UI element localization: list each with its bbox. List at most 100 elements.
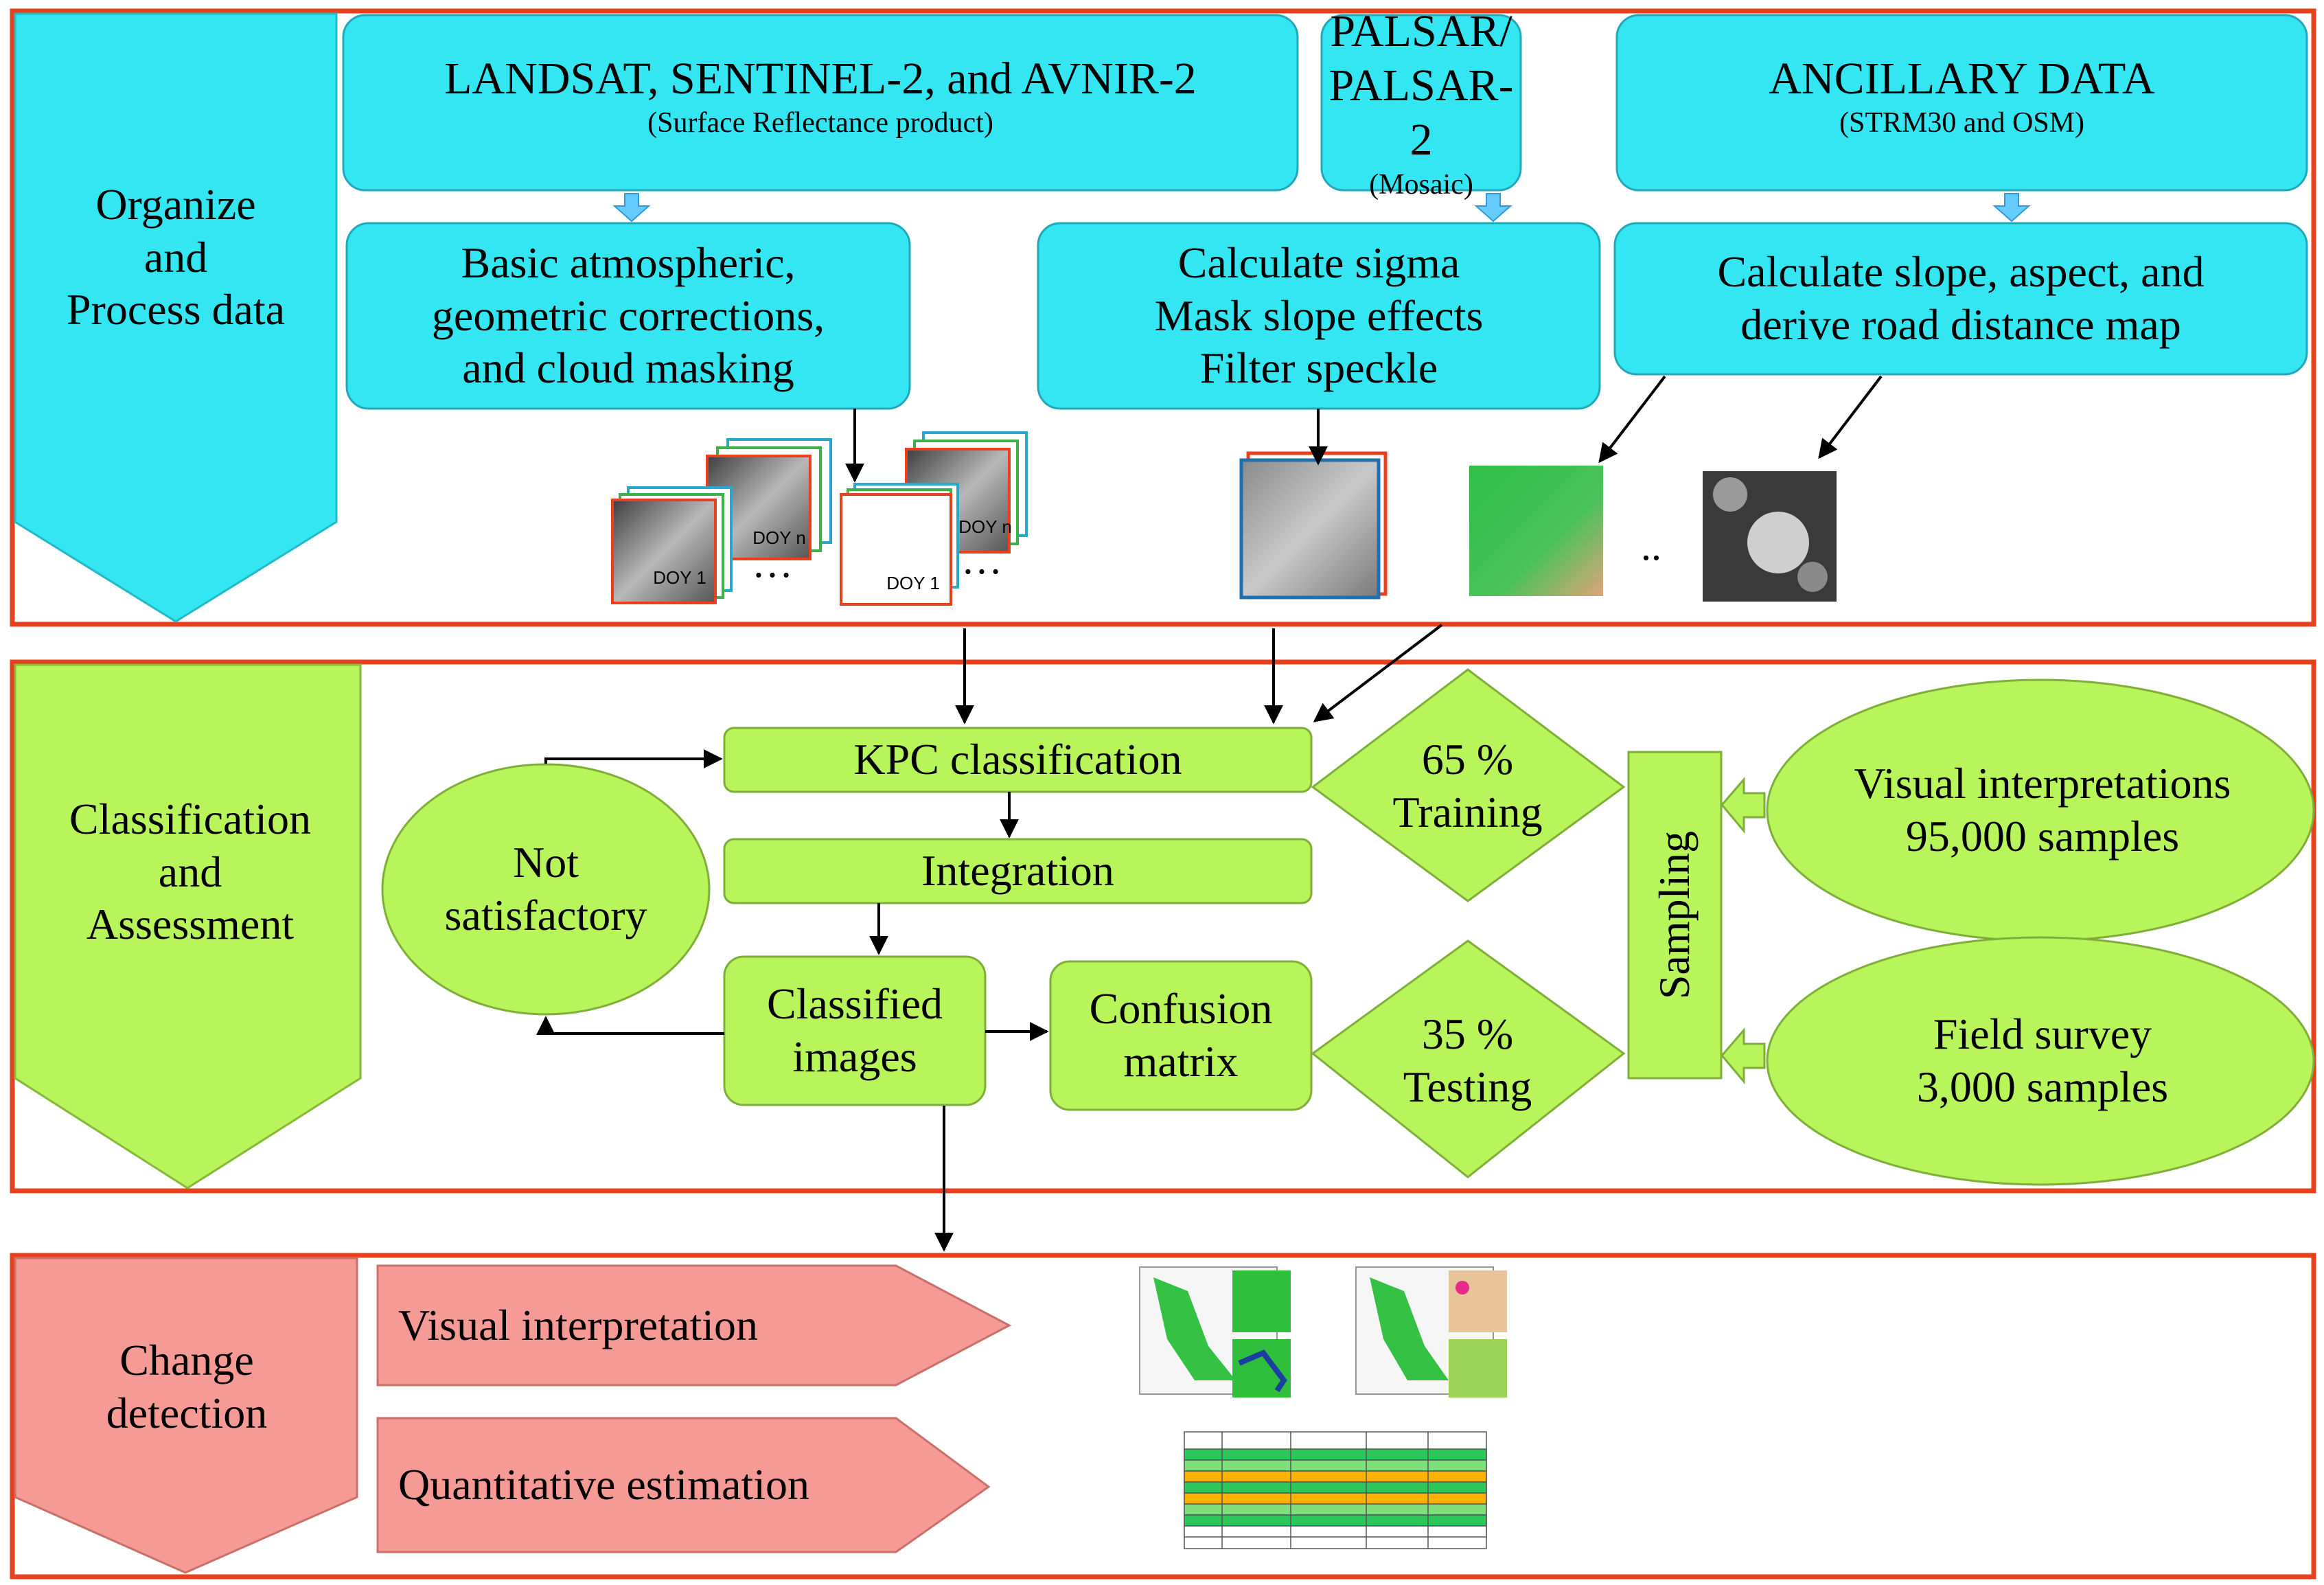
step-optical-line: Basic atmospheric, bbox=[461, 238, 796, 287]
kpc-label: KPC classification bbox=[853, 735, 1182, 784]
frame-classification bbox=[10, 659, 2316, 1194]
ellipse-field-samples bbox=[1766, 936, 2315, 1186]
visual-samples-line: Visual interpretations bbox=[1854, 759, 2231, 808]
label-dots: .. bbox=[1641, 523, 1661, 569]
step-ancillary-text: Calculate slope, aspect, and derive road… bbox=[1615, 223, 2307, 374]
sampling-label: Sampling bbox=[1650, 830, 1699, 1000]
thumb-change-maps-2 bbox=[1355, 1266, 1507, 1398]
arrows-classification bbox=[536, 624, 1443, 1252]
label-ellipsis-b: … bbox=[961, 537, 1002, 582]
confusion-label: Confusion matrix bbox=[1050, 961, 1311, 1110]
step-sar-text: Calculate sigma Mask slope effects Filte… bbox=[1038, 223, 1600, 409]
palsar-title-line: PALSAR-2 bbox=[1328, 60, 1514, 166]
testing-label: 35 % Testing bbox=[1339, 992, 1596, 1130]
arrows-organize bbox=[845, 375, 1883, 483]
phase-label-classification: Classification and Assessment bbox=[15, 769, 365, 975]
not-satisfactory-label: Not satisfactory bbox=[382, 797, 709, 982]
label-doy-1-b: DOY 1 bbox=[886, 573, 940, 594]
box-step-optical bbox=[345, 222, 911, 410]
classified-label: Classified images bbox=[724, 957, 985, 1105]
diamond-testing bbox=[1311, 939, 1626, 1178]
box-palsar bbox=[1320, 14, 1522, 192]
thumb-sar bbox=[1239, 451, 1388, 600]
step-sar-line: Filter speckle bbox=[1199, 343, 1438, 393]
arrow-quantitative bbox=[376, 1417, 991, 1553]
confusion-line: matrix bbox=[1123, 1037, 1239, 1086]
step-optical-line: geometric corrections, bbox=[431, 290, 825, 340]
phase-label-classification-line: Classification bbox=[69, 794, 311, 843]
phase-label-classification-line: Assessment bbox=[86, 900, 295, 949]
thumb-change-table bbox=[1184, 1431, 1487, 1549]
phase-label-organize-line: Organize bbox=[95, 179, 256, 229]
thumb-dem bbox=[1469, 466, 1603, 596]
label-ellipsis-a: … bbox=[752, 540, 793, 586]
ancillary-title: ANCILLARY DATA bbox=[1769, 54, 2155, 104]
phase-label-classification-line: and bbox=[158, 847, 222, 896]
not-satisfactory-line: Not bbox=[513, 838, 579, 887]
not-satisfactory-line: satisfactory bbox=[444, 891, 647, 939]
thumb-optical-stack-2 bbox=[840, 431, 1028, 606]
palsar-title-line: PALSAR/ bbox=[1330, 6, 1512, 57]
step-ancillary-line: Calculate slope, aspect, and bbox=[1717, 247, 2205, 297]
box-ancillary bbox=[1615, 14, 2308, 192]
box-step-ancillary bbox=[1613, 222, 2308, 376]
classified-line: Classified bbox=[767, 979, 943, 1029]
frame-organize bbox=[10, 8, 2316, 627]
ellipse-not-satisfactory bbox=[381, 763, 711, 1016]
phase-chevron-classification bbox=[14, 663, 362, 1189]
frame-change bbox=[10, 1253, 2316, 1580]
ancillary-text: ANCILLARY DATA (STRM30 and OSM) bbox=[1617, 27, 2307, 165]
training-line: 65 % bbox=[1421, 735, 1514, 784]
landsat-text: LANDSAT, SENTINEL-2, and AVNIR-2 (Surfac… bbox=[343, 27, 1298, 165]
visual-interpretation-label: Visual interpretation bbox=[398, 1300, 758, 1349]
landsat-title: LANDSAT, SENTINEL-2, and AVNIR-2 bbox=[444, 54, 1197, 104]
testing-line: Testing bbox=[1403, 1062, 1532, 1111]
classified-line: images bbox=[792, 1032, 917, 1081]
phase-label-change: Change detection bbox=[15, 1315, 358, 1459]
green-arrows bbox=[1721, 776, 1766, 1085]
light-arrows bbox=[612, 193, 2031, 223]
box-landsat bbox=[342, 14, 1299, 192]
phase-chevron-change bbox=[14, 1257, 358, 1574]
box-integration bbox=[723, 838, 1313, 904]
visual-samples-line: 95,000 samples bbox=[1905, 812, 2180, 860]
visual-samples-label: Visual interpretations 95,000 samples bbox=[1771, 738, 2314, 882]
field-samples-line: 3,000 samples bbox=[1916, 1062, 2169, 1111]
step-sar-line: Calculate sigma bbox=[1177, 238, 1460, 287]
step-optical-text: Basic atmospheric, geometric corrections… bbox=[347, 223, 910, 409]
arrow-visual bbox=[376, 1264, 1012, 1387]
quantitative-estimation-label: Quantitative estimation bbox=[398, 1460, 809, 1509]
ancillary-subtitle: (STRM30 and OSM) bbox=[1839, 107, 2085, 139]
palsar-text: PALSAR/ PALSAR-2 (Mosaic) bbox=[1322, 6, 1521, 201]
label-doy-1-a: DOY 1 bbox=[653, 567, 706, 589]
diamond-training bbox=[1311, 668, 1626, 902]
thumb-road-distance bbox=[1703, 471, 1837, 602]
thumb-change-maps-1 bbox=[1139, 1266, 1291, 1398]
step-optical-line: and cloud masking bbox=[462, 343, 794, 393]
thumb-optical-stack-1 bbox=[611, 438, 832, 604]
field-samples-label: Field survey 3,000 samples bbox=[1771, 989, 2314, 1133]
testing-line: 35 % bbox=[1421, 1010, 1514, 1059]
label-doy-n-b: DOY n bbox=[958, 516, 1012, 538]
integration-label: Integration bbox=[921, 846, 1114, 896]
phase-label-change-line: Change bbox=[119, 1336, 254, 1385]
step-ancillary-line: derive road distance map bbox=[1740, 300, 2181, 349]
phase-label-organize-line: and bbox=[143, 232, 208, 282]
phase-chevron-organize bbox=[14, 12, 338, 623]
box-kpc bbox=[723, 727, 1313, 793]
phase-label-organize: Organize and Process data bbox=[15, 158, 336, 357]
training-label: 65 % Training bbox=[1339, 718, 1596, 855]
training-line: Training bbox=[1392, 788, 1543, 836]
field-samples-line: Field survey bbox=[1933, 1010, 2152, 1059]
box-sampling bbox=[1627, 751, 1723, 1080]
step-sar-line: Mask slope effects bbox=[1154, 290, 1484, 340]
confusion-line: Confusion bbox=[1089, 984, 1273, 1034]
phase-label-organize-line: Process data bbox=[66, 285, 286, 334]
palsar-subtitle: (Mosaic) bbox=[1369, 168, 1473, 201]
phase-label-change-line: detection bbox=[106, 1389, 268, 1437]
label-doy-n-a: DOY n bbox=[752, 527, 806, 549]
box-confusion bbox=[1049, 960, 1313, 1111]
landsat-subtitle: (Surface Reflectance product) bbox=[647, 107, 993, 139]
